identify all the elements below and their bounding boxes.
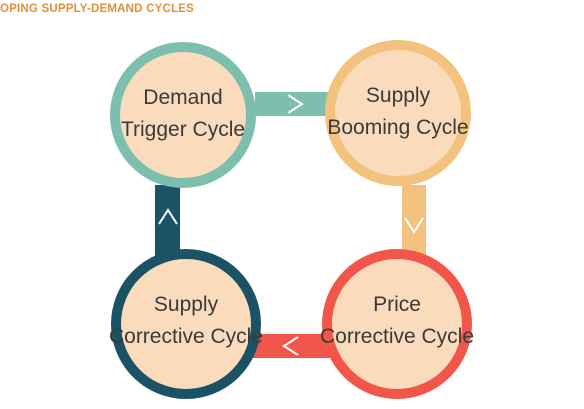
node-label-line1: Supply [154, 293, 219, 316]
connector-supply-corrective-to-demand [155, 185, 180, 268]
connector-band [155, 185, 180, 268]
page-title: OPING SUPPLY-DEMAND CYCLES [0, 3, 194, 15]
connector-supply-booming-to-price [402, 185, 426, 268]
connector-price-to-supply-corrective [250, 334, 335, 358]
node-demand-trigger-cycle: Demand Trigger Cycle [110, 42, 256, 188]
chevron-down-icon [404, 217, 424, 234]
node-label-line2: Corrective Cycle [109, 325, 263, 348]
node-label-line1: Supply [366, 84, 431, 107]
chevron-up-icon [158, 208, 178, 225]
node-label-line2: Booming Cycle [327, 116, 468, 139]
node-circle [322, 249, 472, 399]
connector-demand-to-supply-booming [255, 92, 330, 116]
node-label-line2: Trigger Cycle [121, 118, 245, 141]
chevron-right-icon [287, 94, 304, 114]
node-circle [111, 249, 261, 399]
node-label-line2: Corrective Cycle [320, 325, 474, 348]
connector-band [255, 92, 330, 116]
node-circle [110, 42, 256, 188]
node-price-corrective-cycle: Price Corrective Cycle [320, 249, 474, 399]
node-supply-corrective-cycle: Supply Corrective Cycle [109, 249, 263, 399]
connector-band [402, 185, 426, 268]
node-label-line1: Demand [143, 86, 222, 109]
node-circle [325, 40, 471, 186]
connector-band [250, 334, 335, 358]
chevron-left-icon [282, 336, 299, 356]
node-label-line1: Price [373, 293, 421, 316]
node-supply-booming-cycle: Supply Booming Cycle [325, 40, 471, 186]
